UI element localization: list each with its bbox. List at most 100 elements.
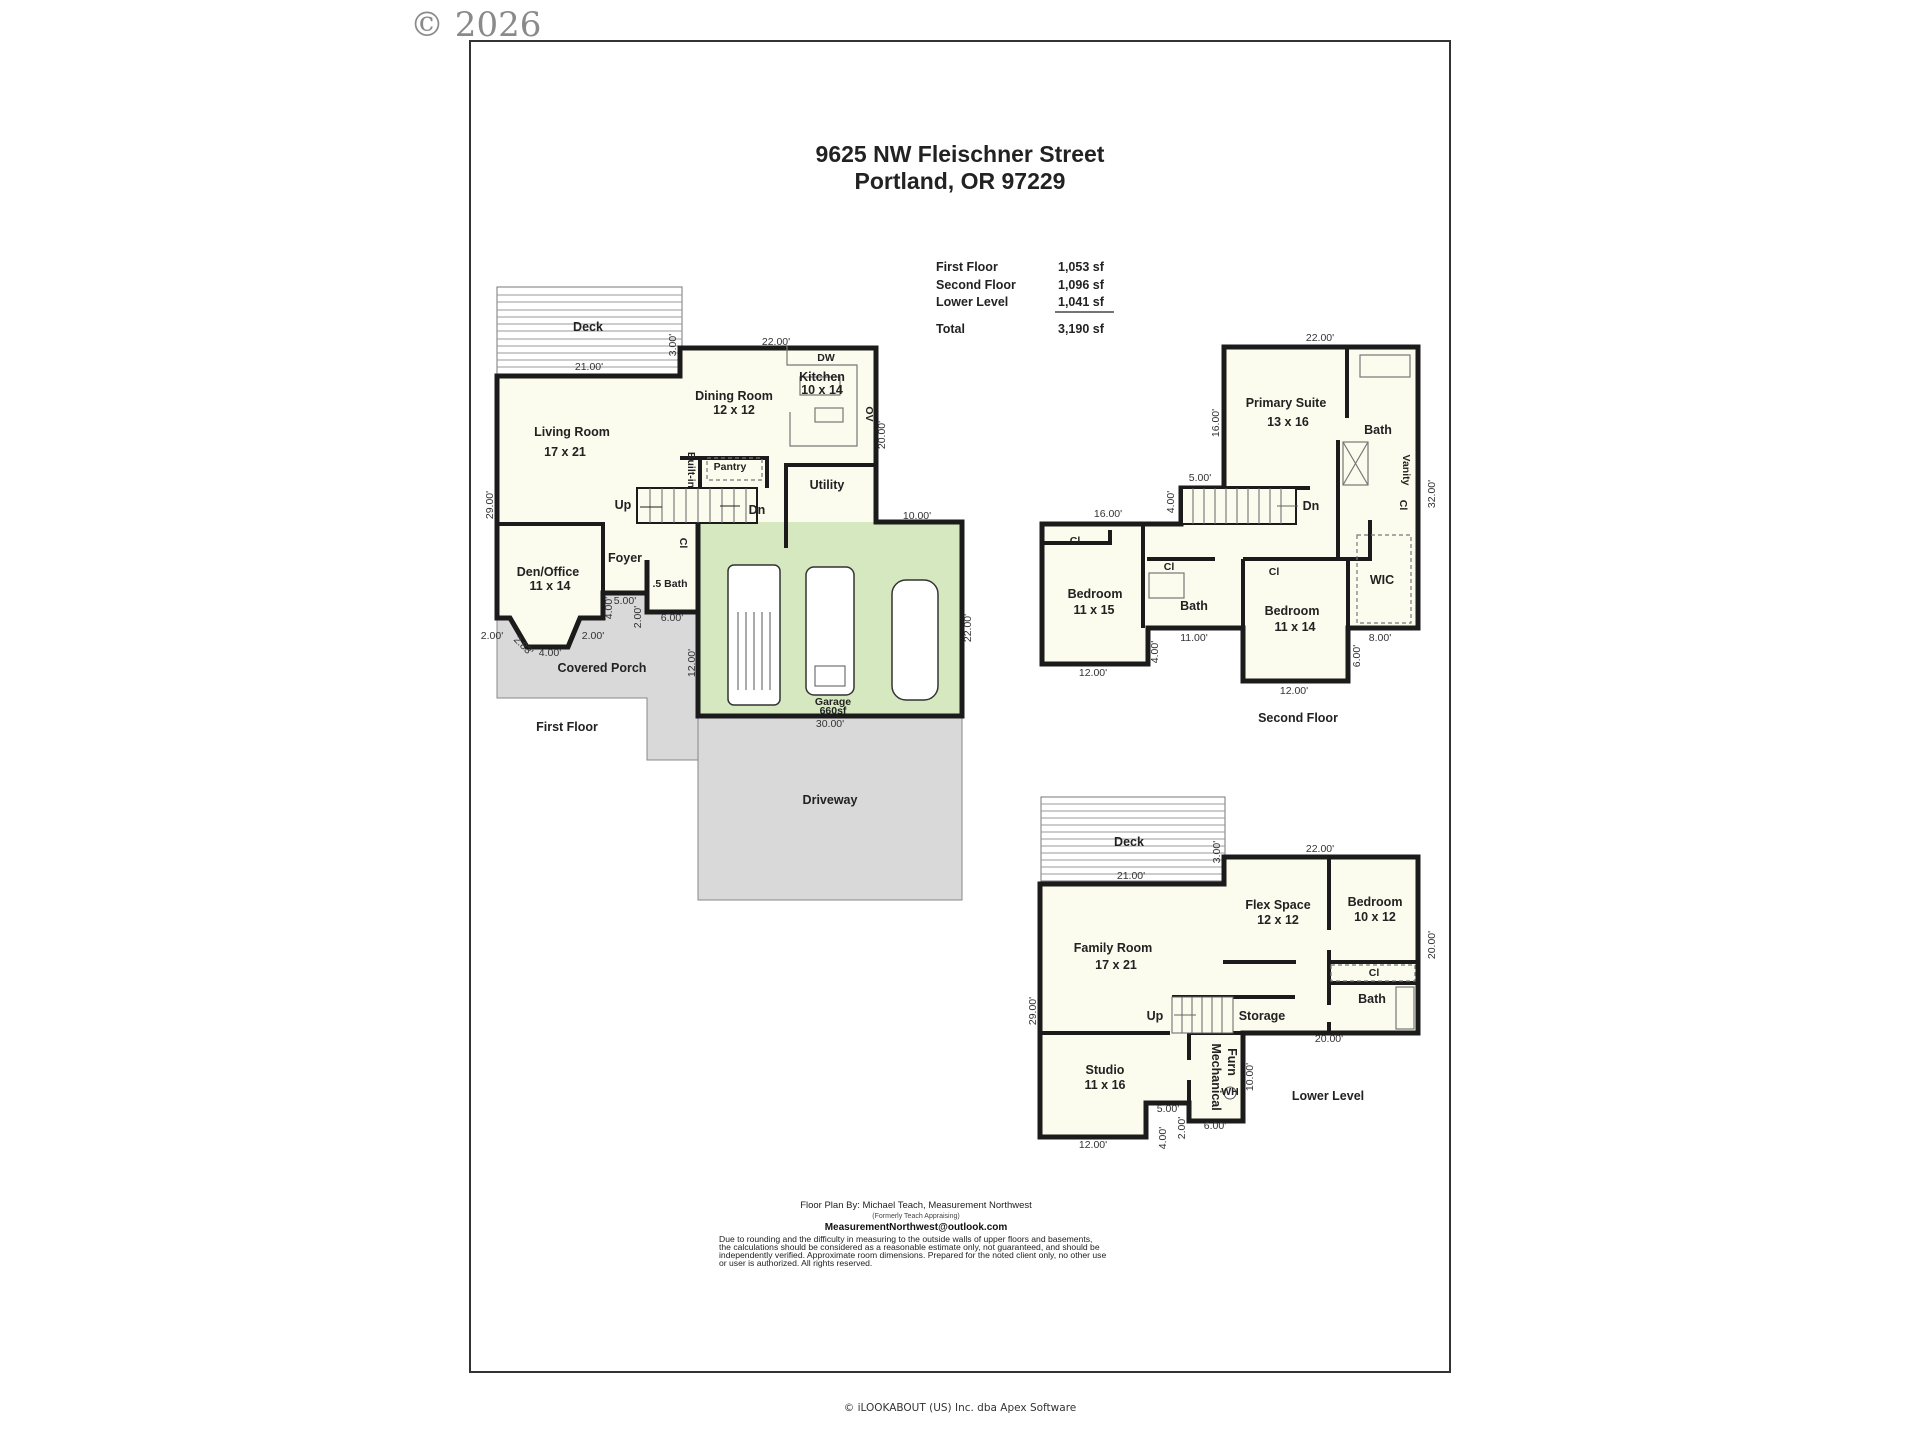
dimension: 3.00': [667, 334, 679, 356]
dimension: 8.00': [1369, 632, 1391, 644]
stair-label: Dn: [1303, 499, 1320, 513]
summary-value: 1,041 sf: [1058, 295, 1105, 309]
room-label: Kitchen: [799, 370, 845, 384]
dimension: 2.00': [1176, 1117, 1188, 1139]
summary-value: 1,053 sf: [1058, 260, 1105, 274]
dimension: 32.00': [1426, 480, 1438, 508]
car-icon: [805, 566, 855, 696]
first-floor-plan: Deck Kitchen 10 x 14 Dining Room 12 x 12…: [481, 286, 974, 901]
deck: [1040, 796, 1226, 882]
room-size: 11 x 16: [1084, 1078, 1125, 1092]
summary-label: Second Floor: [936, 278, 1016, 292]
dimension: 22.00': [1306, 843, 1334, 855]
room-label: Studio: [1086, 1063, 1125, 1077]
dimension: 6.00': [661, 612, 683, 624]
watermark: © 2026: [410, 5, 541, 45]
room-label: Vanity: [1400, 455, 1412, 486]
dimension: 4.00': [539, 647, 561, 659]
room-label: Flex Space: [1245, 898, 1310, 912]
room-label: Cl: [677, 538, 689, 549]
dimension: 2.00': [632, 606, 644, 628]
copyright: © iLOOKABOUT (US) Inc. dba Apex Software: [844, 1402, 1077, 1414]
dimension: 20.00': [1315, 1033, 1343, 1045]
room-size: 11 x 14: [529, 579, 570, 593]
tub-icon: [1148, 572, 1185, 599]
room-label: WIC: [1370, 573, 1394, 587]
room-label: Bath: [1364, 423, 1392, 437]
credit-line: Floor Plan By: Michael Teach, Measuremen…: [800, 1200, 1032, 1211]
dimension: 22.00': [962, 614, 974, 642]
room-label: Cl: [1070, 535, 1081, 547]
room-label: Built-in: [685, 452, 697, 488]
dimension: 21.00': [575, 361, 603, 373]
footer: Floor Plan By: Michael Teach, Measuremen…: [719, 1200, 1106, 1268]
second-floor-plan: Primary Suite 13 x 16 Bath Vanity Cl Dn …: [1039, 332, 1438, 725]
dimension: 11.00': [1180, 632, 1208, 644]
tub-icon: [1395, 986, 1415, 1030]
room-label: Family Room: [1074, 941, 1153, 955]
room-label: Den/Office: [517, 565, 580, 579]
stair-label: Up: [1147, 1009, 1164, 1023]
room-size: 13 x 16: [1267, 415, 1309, 429]
dimension: 16.00': [1094, 508, 1122, 520]
area-summary: First Floor 1,053 sf Second Floor 1,096 …: [936, 260, 1114, 336]
dimension: 5.00': [1189, 472, 1211, 484]
dimension: 5.00': [1157, 1103, 1179, 1115]
dimension: 10.00': [1244, 1063, 1256, 1091]
dimension: 2.00': [481, 630, 503, 642]
room-size: 12 x 12: [1257, 913, 1299, 927]
dimension: 20.00': [1426, 931, 1438, 959]
page-border: [469, 40, 1451, 1373]
dimension: 30.00': [816, 718, 844, 730]
disclaimer-line: independently verified. Approximate room…: [719, 1250, 1106, 1260]
dimension: 4.00': [1149, 641, 1161, 663]
dimension: 22.00': [1306, 332, 1334, 344]
room-label: Foyer: [608, 551, 642, 565]
appliance-label: WH: [1221, 1086, 1239, 1098]
summary-label: First Floor: [936, 260, 998, 274]
dimension: 29.00': [484, 491, 496, 519]
room-label: Covered Porch: [558, 661, 647, 675]
floor-label: Second Floor: [1258, 711, 1338, 725]
stair-label: Dn: [749, 503, 766, 517]
dimension: 12.00': [1079, 1139, 1107, 1151]
water-heater-icon: [1223, 1086, 1237, 1100]
lower-level-plan: WH Deck Flex Space 12 x 12 Bedroom 10 x …: [1027, 796, 1438, 1151]
tub-icon: [1359, 354, 1411, 378]
room-label: Bedroom: [1265, 604, 1320, 618]
room-label: Furn: [1225, 1048, 1239, 1076]
room-label: Cl: [1164, 561, 1175, 573]
room-label: Cl: [1269, 566, 1280, 578]
disclaimer-line: or user is authorized. All rights reserv…: [719, 1258, 872, 1268]
formerly-line: (Formerly Teach Appraising): [872, 1213, 959, 1220]
dimension: 22.00': [762, 336, 790, 348]
deck: [496, 286, 683, 375]
room-label: Bedroom: [1068, 587, 1123, 601]
address-line-1: 9625 NW Fleischner Street: [816, 141, 1105, 167]
room-label: Pantry: [714, 461, 747, 473]
room-size: 10 x 12: [1354, 910, 1396, 924]
room-label: Living Room: [534, 425, 610, 439]
floor-label: First Floor: [536, 720, 598, 734]
appliance-label: OV: [863, 406, 875, 421]
dimension: 10.00': [903, 510, 931, 522]
email-link[interactable]: MeasurementNorthwest@outlook.com: [825, 1222, 1008, 1233]
dimension: 2.00': [582, 630, 604, 642]
room-label: Storage: [1239, 1009, 1286, 1023]
room-label: Deck: [573, 320, 603, 334]
dimension: 4.00': [1157, 1127, 1169, 1149]
appliance-label: DW: [817, 352, 835, 364]
room-size: 12 x 12: [713, 403, 755, 417]
room-label: Cl: [1397, 500, 1409, 511]
dimension: 5.00': [614, 595, 636, 607]
stair-label: Up: [615, 498, 632, 512]
dimension: 29.00': [1027, 997, 1039, 1025]
address-line-2: Portland, OR 97229: [855, 168, 1066, 194]
room-size: 660sf: [820, 705, 847, 717]
room-label: Bedroom: [1348, 895, 1403, 909]
room-label: Deck: [1114, 835, 1144, 849]
dimension: 6.00': [1351, 645, 1363, 667]
room-label: Dining Room: [695, 389, 773, 403]
floor-label: Lower Level: [1292, 1089, 1364, 1103]
